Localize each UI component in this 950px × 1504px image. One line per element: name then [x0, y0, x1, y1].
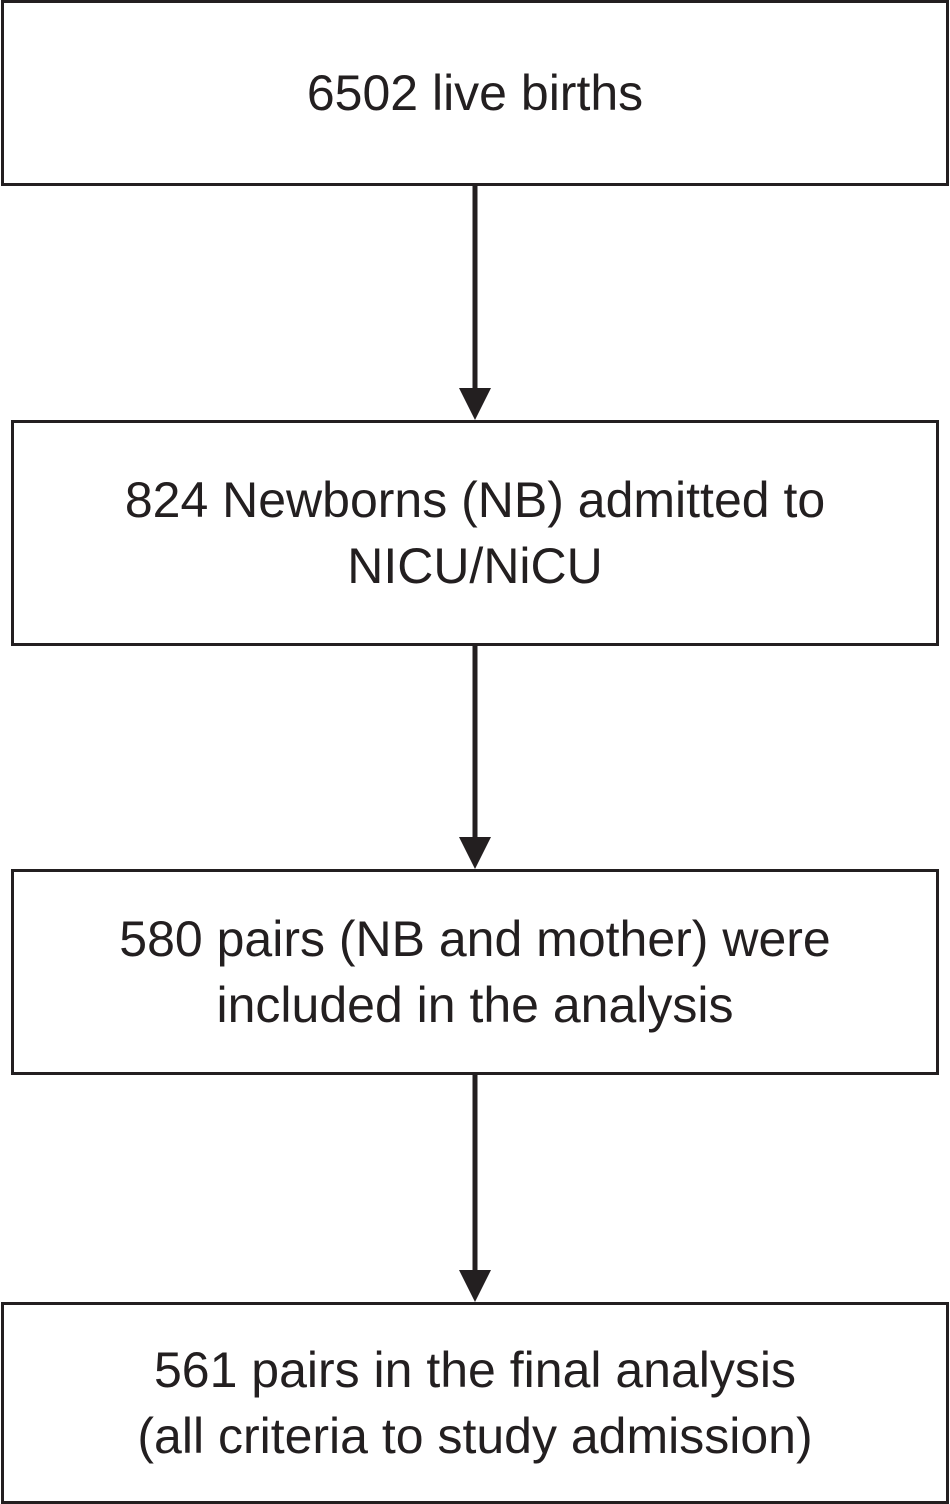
- arrow-3-to-4: [459, 1075, 491, 1302]
- flow-step-text: 561 pairs in the final analysis: [153, 1342, 797, 1398]
- arrow-1-to-2: [459, 186, 491, 420]
- arrow-2-to-3: [459, 646, 491, 869]
- flow-step-text: 6502 live births: [306, 65, 644, 121]
- flow-step-text: 580 pairs (NB and mother) were: [119, 911, 831, 967]
- flow-step-text: NICU/NiCU: [347, 538, 603, 594]
- flow-step-live-births: 6502 live births: [1, 0, 949, 186]
- flow-step-final-analysis: 561 pairs in the final analysis (all cri…: [1, 1302, 949, 1504]
- flow-step-text: (all criteria to study admission): [137, 1408, 813, 1464]
- flow-step-included-pairs: 580 pairs (NB and mother) were included …: [11, 869, 939, 1075]
- flow-step-text: included in the analysis: [216, 977, 734, 1033]
- flow-step-nicu-admissions: 824 Newborns (NB) admitted to NICU/NiCU: [11, 420, 939, 646]
- flow-step-text: 824 Newborns (NB) admitted to: [124, 472, 826, 528]
